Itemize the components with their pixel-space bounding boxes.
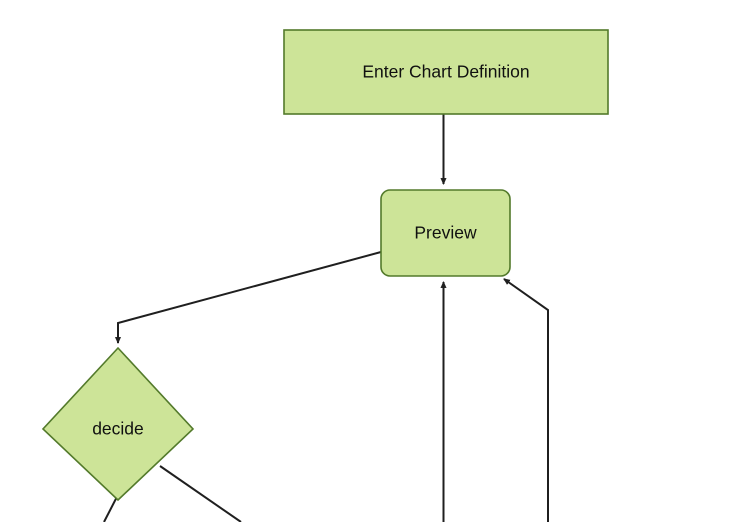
node-decide-label: decide bbox=[92, 419, 144, 439]
node-decide[interactable]: decide bbox=[41, 346, 195, 502]
node-decide-shape[interactable] bbox=[41, 346, 195, 502]
node-preview[interactable]: Preview bbox=[380, 189, 511, 277]
edge-bottom-right-to-preview bbox=[504, 278, 549, 522]
edge-decide-down-right bbox=[159, 465, 242, 522]
node-preview-shape[interactable] bbox=[380, 189, 511, 277]
edge-layer bbox=[103, 114, 549, 522]
node-enter-chart-definition-shape[interactable] bbox=[283, 29, 609, 115]
node-preview-label: Preview bbox=[414, 223, 477, 243]
edge-preview-to-decide bbox=[118, 251, 382, 343]
node-enter-chart-definition-label: Enter Chart Definition bbox=[362, 62, 529, 82]
node-enter-chart-definition[interactable]: Enter Chart Definition bbox=[283, 29, 609, 115]
